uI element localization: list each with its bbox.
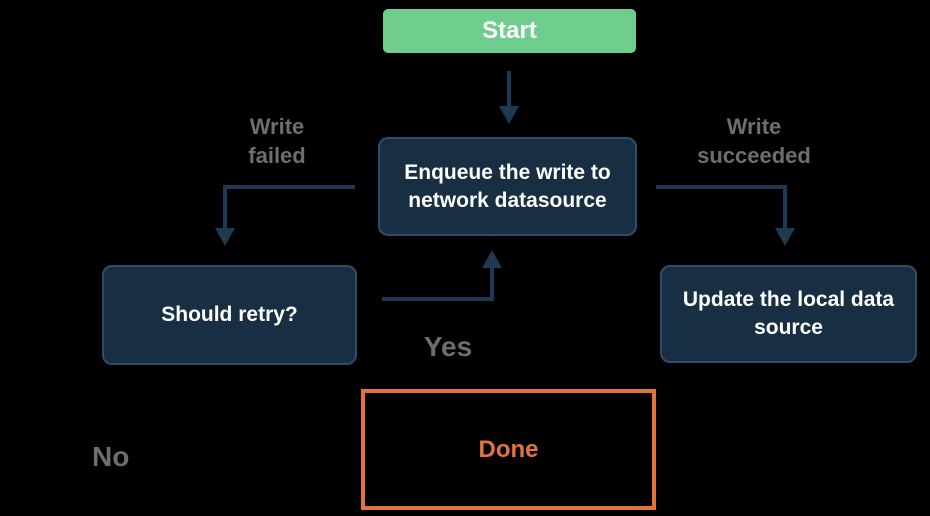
edge-label-no: No	[92, 441, 130, 472]
edge-label-write-succeeded: Write succeeded	[697, 114, 811, 168]
node-start: Start	[383, 9, 636, 53]
node-done: Done	[361, 389, 656, 510]
edge-yes-to-enqueue-vline	[490, 268, 494, 301]
node-enqueue-write-label: Enqueue the write to network datasource	[404, 160, 611, 212]
node-should-retry: Should retry?	[102, 265, 357, 365]
edge-label-write-failed: Write failed	[248, 114, 306, 168]
edge-enqueue-to-should-retry-arrowhead-down-icon	[215, 228, 235, 246]
node-start-label: Start	[482, 17, 537, 44]
edge-start-to-enqueue-arrowhead-down-icon	[499, 106, 519, 124]
edge-start-to-enqueue-line	[507, 71, 511, 107]
node-update-local-data: Update the local data source	[660, 265, 917, 363]
edge-yes-to-enqueue-arrowhead-up-icon	[482, 250, 502, 268]
node-done-label: Done	[478, 435, 539, 463]
edge-enqueue-to-update-local-hline	[656, 185, 787, 189]
edge-label-yes: Yes	[423, 331, 473, 362]
edge-enqueue-to-should-retry-vline	[223, 185, 227, 229]
edge-yes-to-enqueue-hline	[382, 297, 494, 301]
node-enqueue-write: Enqueue the write to network datasource	[378, 137, 637, 236]
edge-enqueue-to-update-local-arrowhead-down-icon	[775, 228, 795, 246]
node-should-retry-label: Should retry?	[161, 303, 298, 326]
edge-enqueue-to-should-retry-hline	[225, 185, 355, 189]
node-update-local-data-label: Update the local data source	[682, 288, 895, 339]
edge-enqueue-to-update-local-vline	[783, 185, 787, 229]
